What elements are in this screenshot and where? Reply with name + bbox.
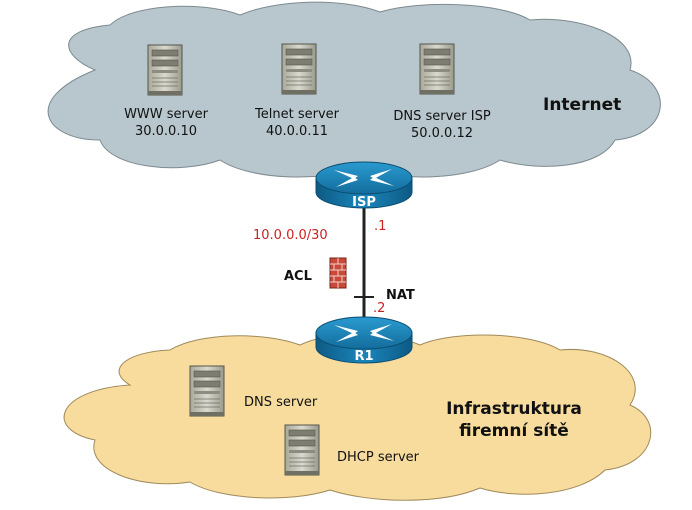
isp-interface-address: .1 (374, 219, 386, 234)
server-ip: 40.0.0.11 (266, 124, 328, 139)
server-name: Telnet server (254, 107, 340, 122)
router-isp-label: ISP (352, 195, 376, 210)
router-r1-icon (315, 316, 413, 364)
company-cloud-label-line1: Infrastruktura (446, 399, 582, 419)
server-name: WWW server (124, 107, 209, 122)
server-name: DNS server (244, 395, 318, 410)
server-icon (419, 43, 455, 95)
internet-cloud (47, 1, 661, 178)
server-icon (147, 44, 183, 96)
company-cloud-label-line2: firemní sítě (459, 421, 569, 441)
acl-label: ACL (284, 269, 312, 284)
server-ip: 50.0.0.12 (411, 126, 473, 141)
router-isp-icon (315, 161, 413, 209)
server-icon (189, 365, 225, 417)
nat-label: NAT (386, 288, 415, 303)
server-name: DHCP server (337, 450, 420, 465)
firewall-icon (329, 257, 347, 289)
network-address: 10.0.0.0/30 (253, 228, 328, 243)
router-r1-label: R1 (354, 349, 373, 364)
r1-interface-address: .2 (373, 301, 385, 316)
server-icon (281, 43, 317, 95)
server-ip: 30.0.0.10 (135, 124, 197, 139)
internet-label: Internet (543, 95, 621, 115)
server-icon (284, 424, 320, 476)
server-name: DNS server ISP (393, 109, 490, 124)
